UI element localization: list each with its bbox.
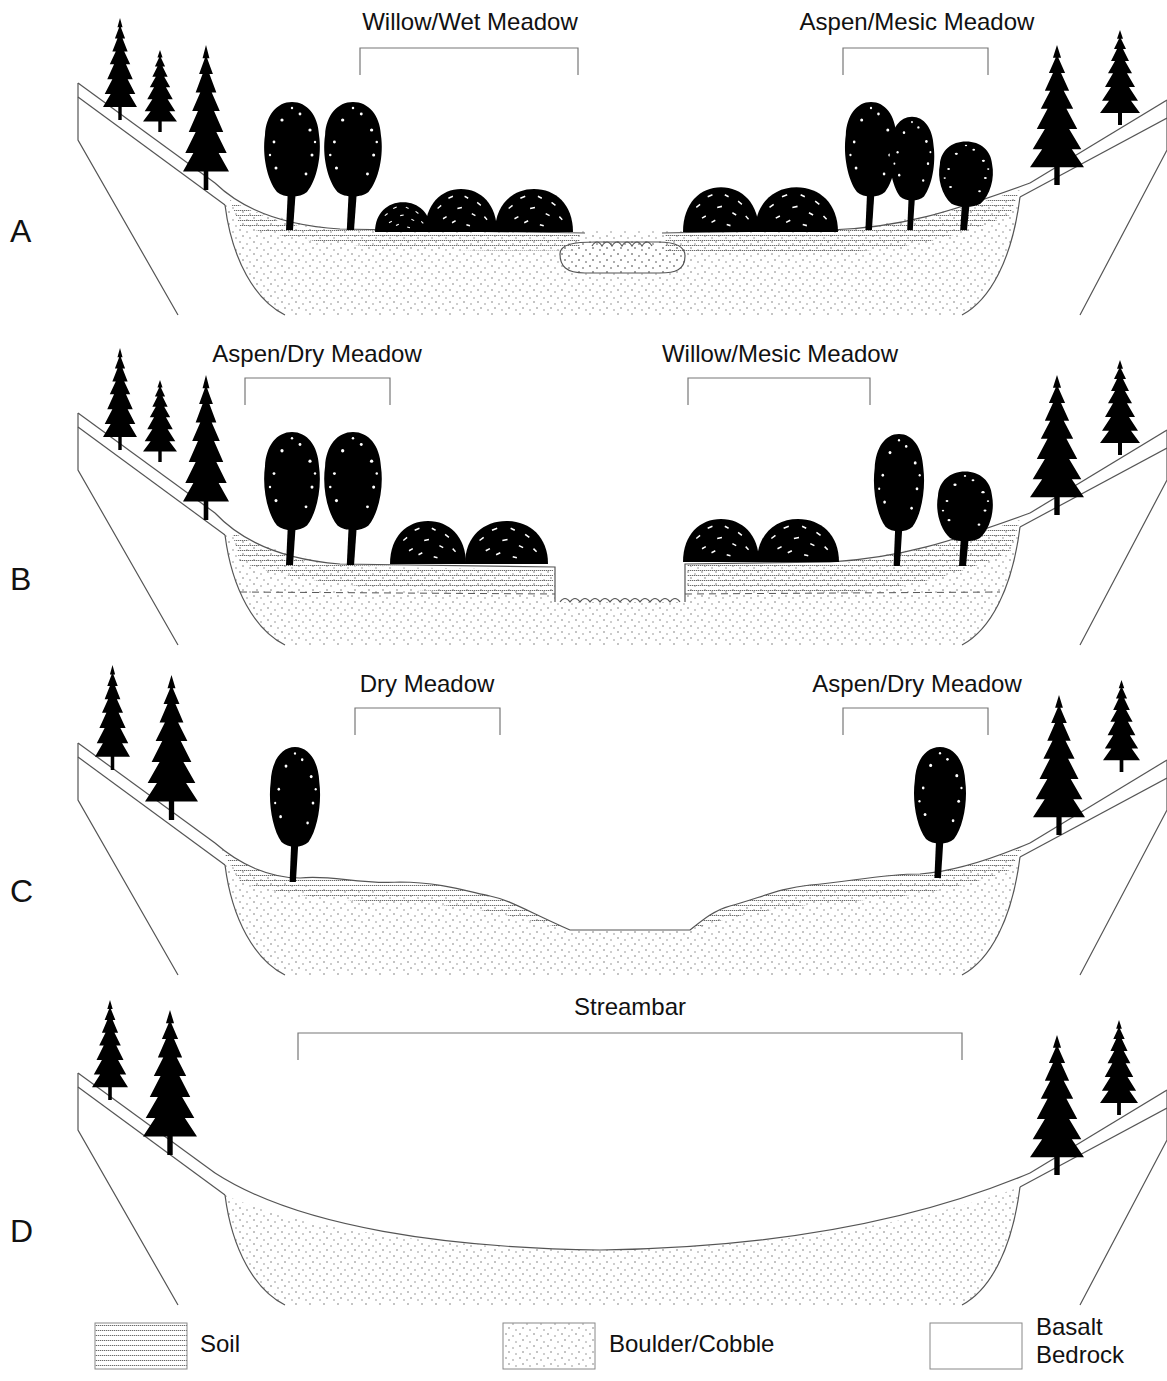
legend-text: Basalt Bedrock xyxy=(1036,1313,1162,1368)
panel-letter: B xyxy=(10,560,31,598)
zone-label: Streambar xyxy=(574,993,686,1022)
legend-swatch xyxy=(930,1323,1022,1369)
legend-swatch xyxy=(95,1323,187,1369)
zone-label: Willow/Mesic Meadow xyxy=(662,340,898,369)
panel-letter: D xyxy=(10,1212,33,1250)
zone-label: Aspen/Mesic Meadow xyxy=(800,8,1035,37)
zone-label: Aspen/Dry Meadow xyxy=(212,340,421,369)
panel-letter: A xyxy=(10,212,31,250)
legend-text: Boulder/Cobble xyxy=(609,1330,774,1359)
zone-label: Aspen/Dry Meadow xyxy=(812,670,1021,699)
panel-letter: C xyxy=(10,872,33,910)
legend-text: Soil xyxy=(200,1330,240,1359)
zone-label: Willow/Wet Meadow xyxy=(362,8,578,37)
legend-swatch xyxy=(503,1323,595,1369)
zone-label: Dry Meadow xyxy=(360,670,495,699)
